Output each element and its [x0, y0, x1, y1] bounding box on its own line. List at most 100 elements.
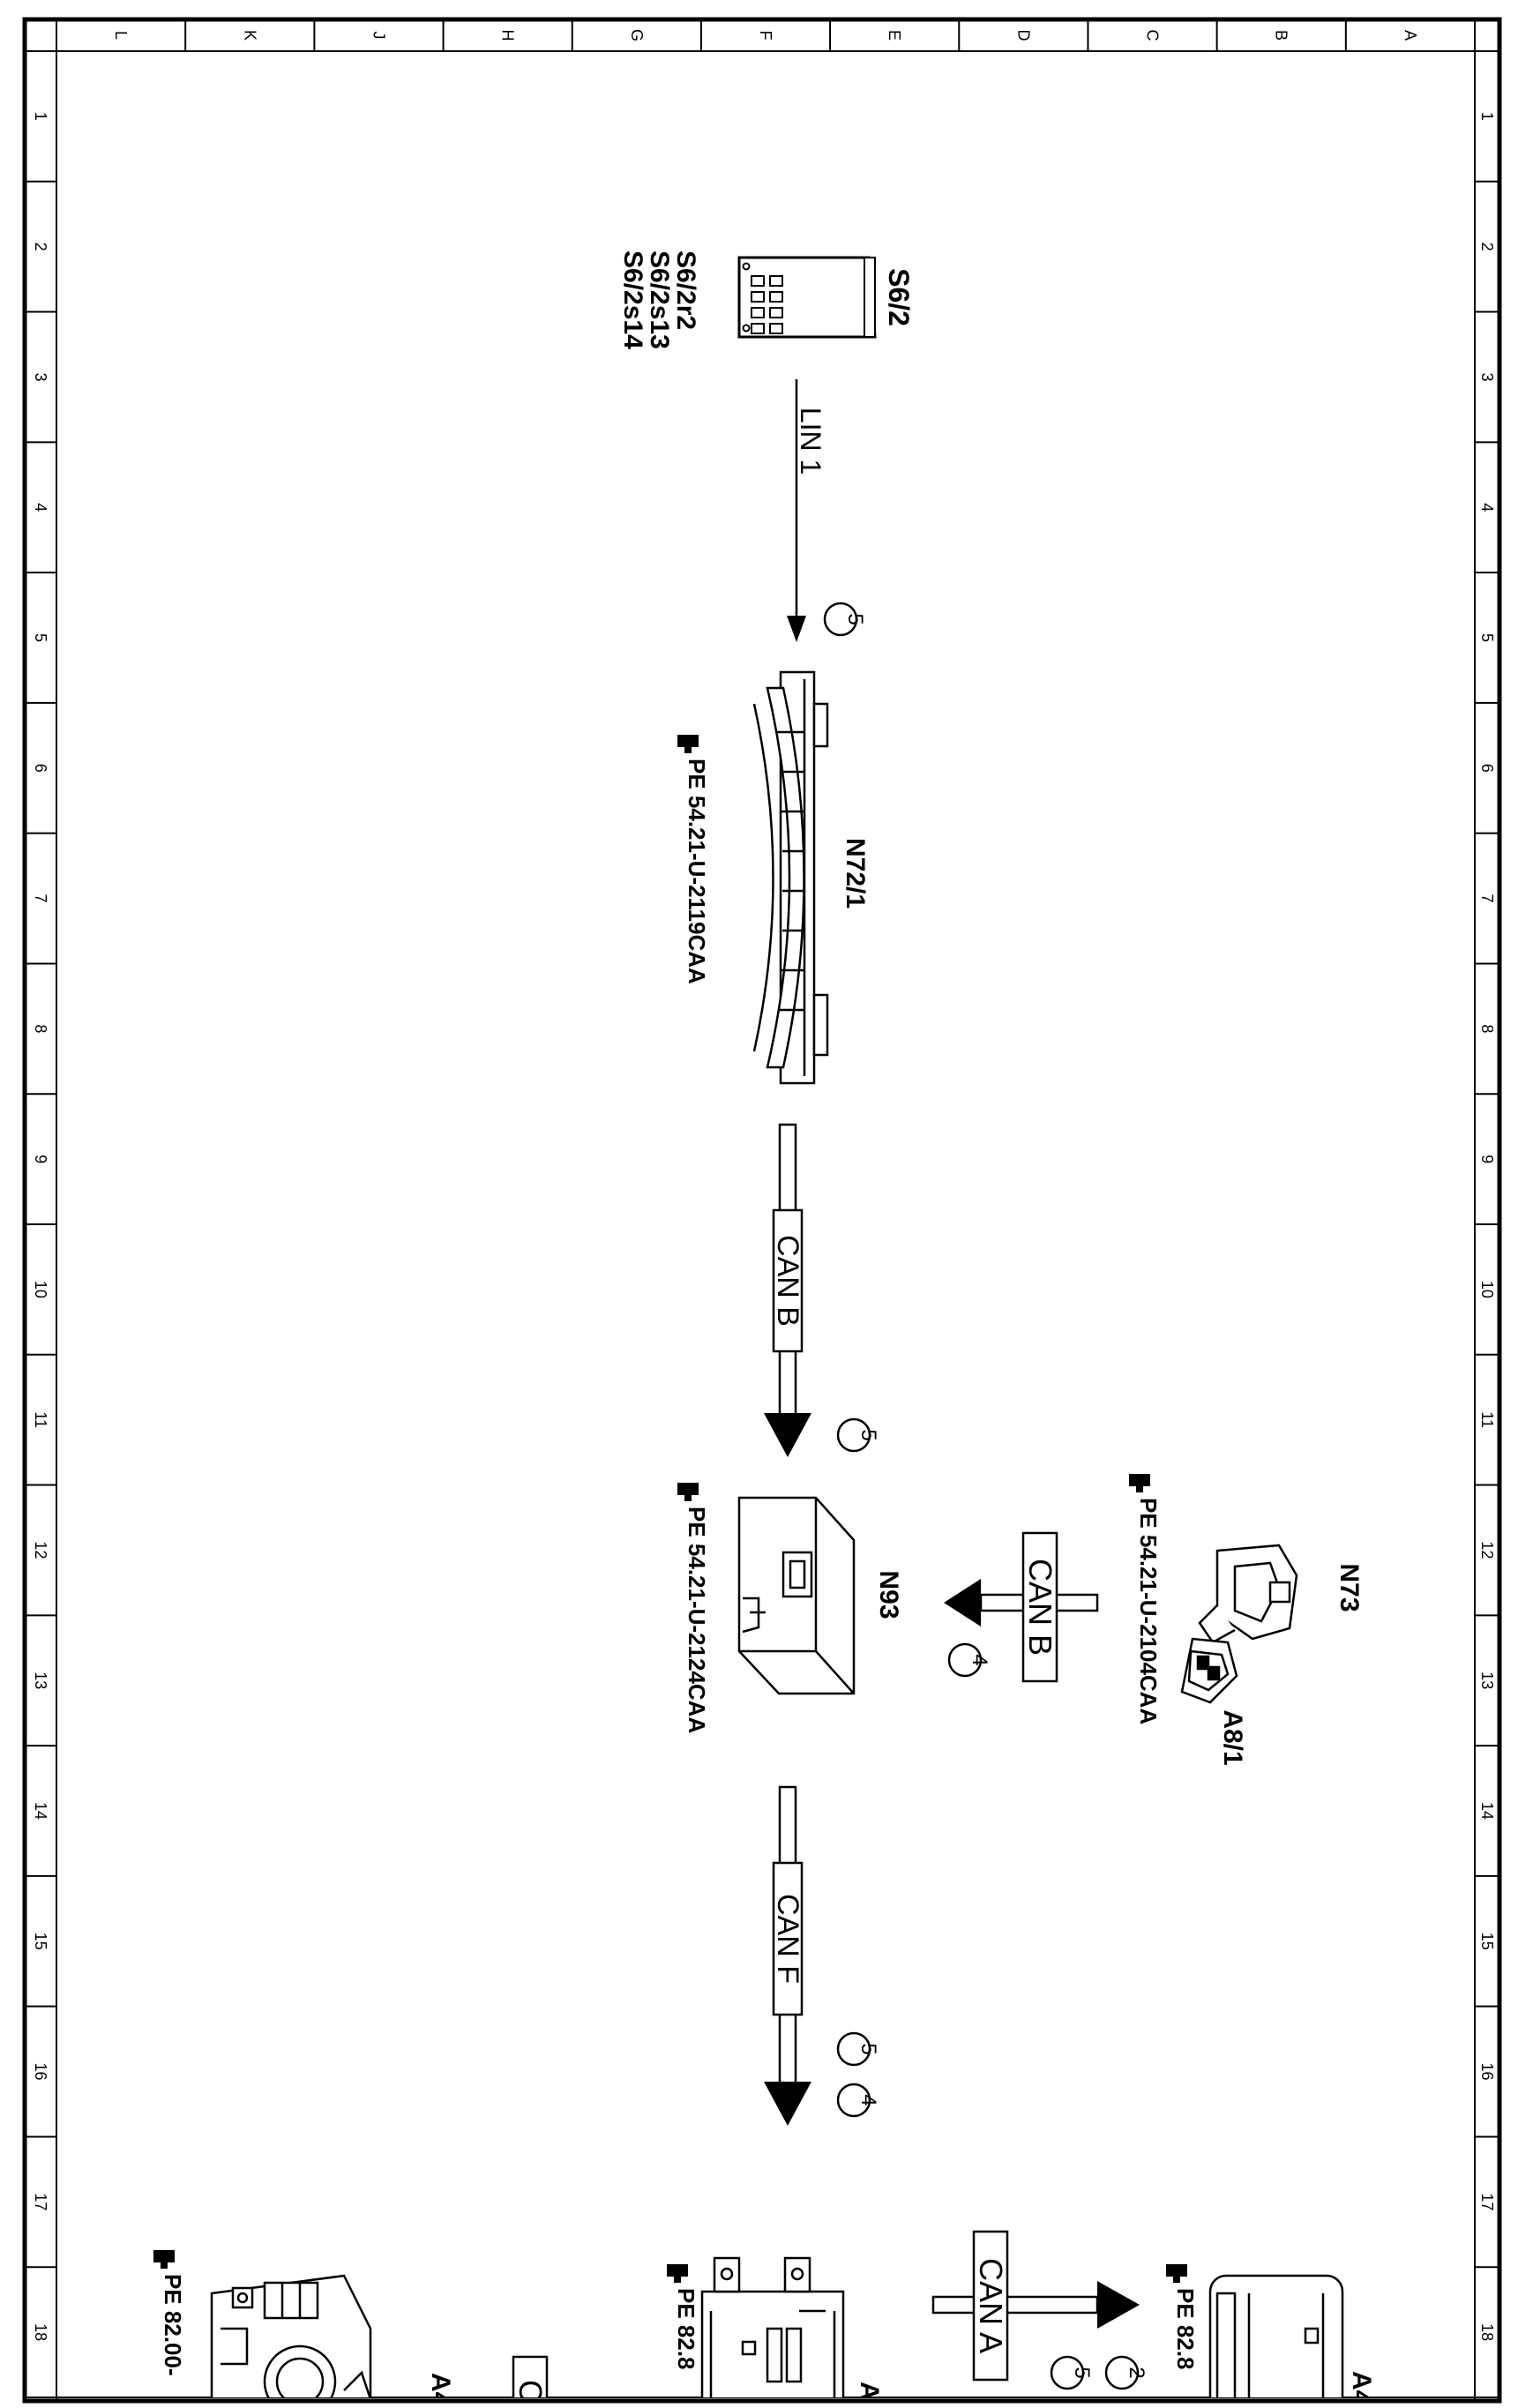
row-number-left: 14	[32, 1802, 49, 1820]
n72-1-reference: PE 54.21-U-2119CAA	[677, 735, 710, 984]
a4-mid-component	[700, 2256, 845, 2397]
svg-text:PE 82.00-: PE 82.00-	[160, 2274, 186, 2376]
can-b-n73-marker	[947, 1642, 983, 1678]
can-bottom-left-line	[512, 2355, 549, 2397]
row-number-right: 3	[1478, 372, 1496, 381]
row-number-right: 4	[1478, 503, 1496, 512]
row-number-right: 8	[1478, 1024, 1496, 1033]
svg-text:PE 54.21-U-2119CAA: PE 54.21-U-2119CAA	[684, 759, 710, 984]
a4-mid-reference: PE 82.8	[667, 2264, 699, 2370]
s6-2-switch-unit	[737, 256, 877, 339]
row-number-left: 15	[32, 1933, 49, 1950]
row-number-right: 11	[1478, 1411, 1496, 1428]
column-letter: H	[499, 30, 517, 41]
row-number-left: 18	[32, 2323, 49, 2341]
can-b-main-label: CAN B	[771, 1235, 804, 1327]
a4-right-component	[1208, 2274, 1344, 2397]
a4-right-reference: PE 82.8	[1166, 2264, 1199, 2370]
column-letter: J	[370, 32, 387, 40]
svg-text:PE 54.21-U-2124CAA: PE 54.21-U-2124CAA	[684, 1507, 710, 1733]
lin1-label: LIN 1	[795, 408, 826, 475]
can-f-marker-4	[836, 2083, 871, 2118]
row-number-right: 10	[1478, 1281, 1496, 1298]
n72-1-control-panel	[752, 670, 829, 1085]
column-letter: B	[1273, 30, 1290, 41]
row-number-right: 15	[1478, 1933, 1496, 1950]
column-letter: L	[112, 31, 130, 40]
reference-hand-icon	[677, 735, 699, 753]
column-letter: E	[886, 30, 903, 41]
row-number-right: 17	[1478, 2193, 1496, 2210]
reference-hand-icon	[1166, 2264, 1187, 2283]
svg-text:4: 4	[968, 1654, 991, 1665]
column-letter: K	[241, 30, 258, 41]
row-number-right: 7	[1478, 894, 1496, 903]
row-number-right: 18	[1478, 2323, 1496, 2341]
svg-text:4: 4	[856, 2094, 880, 2105]
can-b-main-line	[764, 1123, 811, 1457]
row-number-right: 14	[1478, 1802, 1496, 1820]
n73-reference: PE 54.21-U-2104CAA	[1129, 1474, 1162, 1724]
s6-2-label: S6/2	[883, 268, 915, 326]
row-number-right: 2	[1478, 243, 1496, 251]
can-a-marker-2	[1104, 2355, 1140, 2390]
column-letter: D	[1014, 30, 1032, 41]
row-number-left: 16	[32, 2063, 49, 2081]
n72-1-label: N72/1	[841, 838, 870, 909]
a40-component	[210, 2274, 372, 2397]
row-number-right: 16	[1478, 2063, 1496, 2081]
column-letter: G	[628, 29, 646, 41]
row-number-right: 9	[1478, 1155, 1496, 1163]
reference-hand-icon	[667, 2264, 688, 2283]
column-letter: C	[1144, 30, 1162, 41]
svg-text:5: 5	[856, 1429, 880, 1440]
row-number-left: 3	[32, 372, 49, 381]
s6-2s13-label: S6/2s13	[645, 251, 674, 349]
row-number-left: 6	[32, 764, 49, 773]
can-bottom-left-label: CAN	[512, 2380, 549, 2408]
svg-text:2: 2	[1125, 2367, 1148, 2378]
column-letter: F	[757, 31, 774, 41]
a4-right-label: A4	[1347, 2371, 1376, 2405]
row-number-left: 11	[32, 1411, 49, 1428]
can-b-n73-line	[944, 1531, 1099, 1683]
reference-hand-icon	[1129, 1474, 1150, 1492]
row-number-right: 12	[1478, 1541, 1496, 1559]
svg-text:PE 82.8: PE 82.8	[673, 2288, 699, 2370]
svg-text:5: 5	[1070, 2367, 1094, 2378]
a8-1-label: A8/1	[1218, 1709, 1247, 1765]
can-f-marker-5	[836, 2031, 871, 2067]
a8-1-key	[1180, 1637, 1238, 1704]
row-number-left: 17	[32, 2193, 49, 2210]
n93-reference: PE 54.21-U-2124CAA	[677, 1483, 710, 1733]
row-number-left: 12	[32, 1541, 49, 1559]
n73-label: N73	[1335, 1563, 1364, 1612]
row-number-left: 8	[32, 1024, 49, 1033]
column-letter: A	[1402, 30, 1419, 41]
row-number-right: 1	[1478, 112, 1496, 121]
row-number-left: 10	[32, 1281, 49, 1298]
row-number-left: 9	[32, 1155, 49, 1163]
s6-2r2-label: S6/2r2	[671, 251, 700, 330]
a4-mid-label: A4	[855, 2382, 884, 2408]
reference-hand-icon	[153, 2250, 175, 2269]
row-number-left: 1	[32, 112, 49, 121]
a40-reference: PE 82.00-	[153, 2250, 186, 2376]
can-a-marker-5	[1050, 2355, 1085, 2390]
row-number-left: 2	[32, 243, 49, 251]
row-number-left: 7	[32, 894, 49, 903]
a40-label: A40	[426, 2373, 455, 2408]
can-b-main-marker	[836, 1417, 871, 1453]
can-f-line	[764, 1785, 811, 2126]
can-a-label: CAN A	[973, 2258, 1009, 2353]
row-number-left: 4	[32, 503, 49, 512]
row-number-right: 5	[1478, 633, 1496, 642]
svg-text:PE 82.8: PE 82.8	[1172, 2288, 1199, 2370]
n73-ignition-switch	[1198, 1544, 1298, 1644]
row-number-right: 6	[1478, 764, 1496, 773]
row-number-left: 5	[32, 633, 49, 642]
row-number-right: 13	[1478, 1671, 1496, 1689]
can-b-n73-label: CAN B	[1022, 1559, 1058, 1656]
